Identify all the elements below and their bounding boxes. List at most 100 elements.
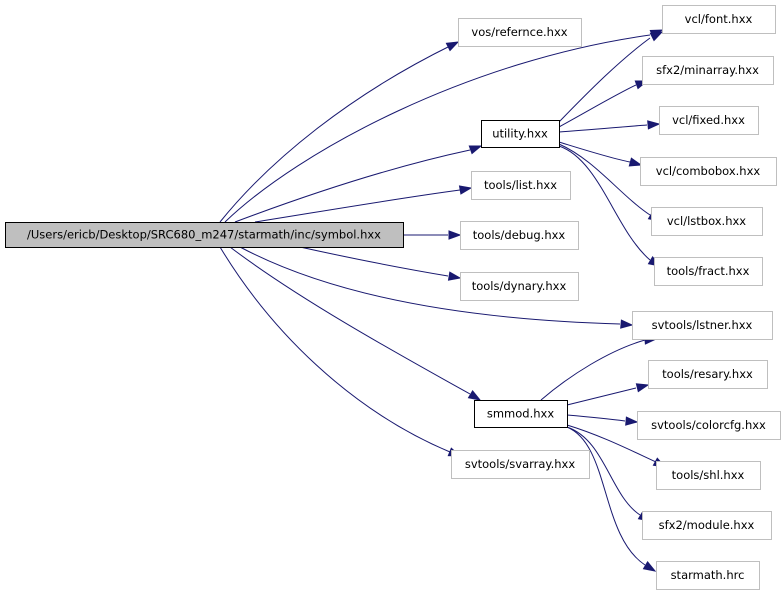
node-minarray: sfx2/minarray.hxx bbox=[642, 56, 774, 85]
node-module: sfx2/module.hxx bbox=[642, 511, 772, 540]
edge-utility-to-combobox bbox=[558, 141, 643, 167]
node-lstbox: vcl/lstbox.hxx bbox=[651, 207, 763, 236]
edge-line bbox=[254, 189, 461, 223]
edge-line bbox=[566, 424, 657, 463]
node-label: vos/refernce.hxx bbox=[471, 25, 567, 39]
node-label: tools/fract.hxx bbox=[667, 264, 750, 278]
node-box bbox=[656, 561, 760, 590]
node-box bbox=[659, 106, 759, 135]
edge-line bbox=[239, 246, 621, 325]
edge-line bbox=[558, 84, 637, 128]
edge-line bbox=[219, 246, 451, 453]
node-utility[interactable]: utility.hxx bbox=[481, 120, 560, 148]
node-symbol[interactable]: /Users/ericb/Desktop/SRC680_m247/starmat… bbox=[5, 222, 404, 248]
arrow-head-icon bbox=[467, 390, 482, 401]
node-smmod[interactable]: smmod.hxx bbox=[474, 400, 568, 428]
node-shl: tools/shl.hxx bbox=[656, 461, 761, 490]
arrow-head-icon bbox=[448, 230, 462, 240]
edge-symbol-to-dynary bbox=[299, 246, 462, 281]
node-list: tools/list.hxx bbox=[471, 171, 571, 200]
node-box bbox=[458, 18, 582, 47]
edge-line bbox=[566, 414, 626, 422]
edge-line bbox=[229, 246, 471, 395]
edge-smmod-to-hrc bbox=[566, 426, 657, 572]
edge-symbol-to-refernce bbox=[219, 41, 460, 223]
node-label: sfx2/module.hxx bbox=[659, 518, 755, 532]
edge-symbol-to-list bbox=[254, 185, 473, 223]
node-label: svtools/lstner.hxx bbox=[652, 318, 753, 332]
edge-line bbox=[558, 143, 651, 216]
arrow-head-icon bbox=[628, 157, 643, 167]
arrow-head-icon bbox=[458, 185, 473, 195]
edge-symbol-to-utility bbox=[234, 145, 483, 223]
node-box bbox=[662, 5, 776, 34]
edge-line bbox=[224, 34, 651, 223]
node-combobox: vcl/combobox.hxx bbox=[640, 157, 777, 186]
arrow-head-icon bbox=[445, 41, 460, 52]
arrow-head-icon bbox=[447, 271, 462, 281]
edge-smmod-to-resary bbox=[566, 383, 650, 406]
arrow-head-icon bbox=[635, 383, 650, 393]
node-font: vcl/font.hxx bbox=[662, 5, 776, 34]
node-fixed: vcl/fixed.hxx bbox=[659, 106, 759, 135]
node-label: starmath.hrc bbox=[671, 568, 745, 582]
node-label: vcl/combobox.hxx bbox=[656, 164, 761, 178]
edge-line bbox=[566, 426, 641, 516]
node-box bbox=[637, 411, 781, 440]
edge-symbol-to-svarray bbox=[219, 246, 462, 457]
node-label: smmod.hxx bbox=[487, 407, 554, 421]
edge-line bbox=[566, 426, 646, 566]
node-label: sfx2/minarray.hxx bbox=[656, 63, 759, 77]
edge-line bbox=[566, 387, 637, 406]
edge-line bbox=[558, 145, 651, 261]
edge-utility-to-fixed bbox=[558, 120, 661, 133]
node-lstner: svtools/lstner.hxx bbox=[632, 311, 773, 340]
node-box bbox=[642, 56, 774, 85]
node-box bbox=[648, 360, 768, 389]
node-box bbox=[632, 311, 773, 340]
edge-line bbox=[299, 246, 449, 277]
node-label: tools/dynary.hxx bbox=[472, 279, 567, 293]
arrow-head-icon bbox=[649, 31, 664, 42]
edge-line bbox=[234, 149, 471, 223]
node-label: vcl/fixed.hxx bbox=[672, 113, 745, 127]
edge-utility-to-font bbox=[558, 31, 664, 123]
node-box bbox=[460, 221, 579, 250]
arrow-head-icon bbox=[642, 561, 657, 572]
node-hrc: starmath.hrc bbox=[656, 561, 760, 590]
nodes-layer: /Users/ericb/Desktop/SRC680_m247/starmat… bbox=[5, 5, 781, 590]
node-box bbox=[656, 461, 761, 490]
node-box bbox=[642, 511, 772, 540]
node-box bbox=[471, 171, 571, 200]
node-label: svtools/colorcfg.hxx bbox=[651, 418, 766, 432]
edge-symbol-to-font bbox=[224, 29, 664, 223]
node-label: svtools/svarray.hxx bbox=[465, 457, 576, 471]
node-svarray: svtools/svarray.hxx bbox=[451, 450, 590, 479]
edge-smmod-to-colorcfg bbox=[566, 414, 639, 426]
edge-symbol-to-lstner bbox=[239, 246, 634, 329]
node-refernce: vos/refernce.hxx bbox=[458, 18, 582, 47]
arrow-head-icon bbox=[647, 120, 661, 130]
node-label: /Users/ericb/Desktop/SRC680_m247/starmat… bbox=[27, 228, 381, 242]
edge-line bbox=[558, 124, 648, 133]
arrow-head-icon bbox=[625, 416, 639, 426]
arrow-head-icon bbox=[620, 319, 634, 329]
node-resary: tools/resary.hxx bbox=[648, 360, 768, 389]
edge-line bbox=[558, 37, 651, 123]
node-box bbox=[651, 207, 763, 236]
node-debug: tools/debug.hxx bbox=[460, 221, 579, 250]
edge-utility-to-minarray bbox=[558, 80, 649, 128]
arrow-head-icon bbox=[468, 145, 483, 155]
node-box bbox=[5, 222, 404, 248]
node-label: tools/shl.hxx bbox=[672, 468, 745, 482]
node-box bbox=[654, 257, 763, 286]
node-label: vcl/font.hxx bbox=[685, 12, 753, 26]
node-box bbox=[460, 272, 579, 301]
node-label: tools/resary.hxx bbox=[662, 367, 753, 381]
edges-layer bbox=[219, 29, 667, 572]
edge-line bbox=[540, 339, 646, 401]
node-dynary: tools/dynary.hxx bbox=[460, 272, 579, 301]
node-label: tools/debug.hxx bbox=[473, 228, 566, 242]
edge-symbol-to-debug bbox=[403, 230, 462, 240]
